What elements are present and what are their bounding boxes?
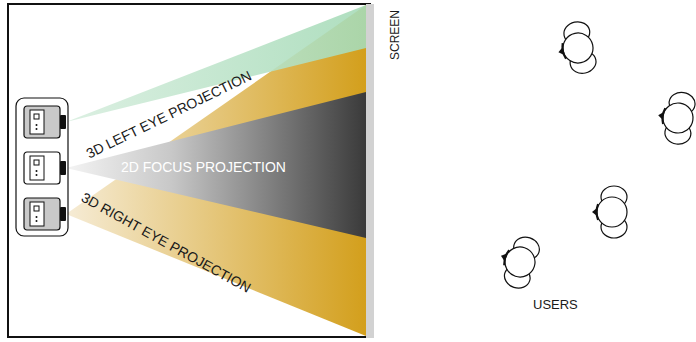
screen-bar xyxy=(366,4,374,338)
user-figure xyxy=(592,186,627,238)
user-figure xyxy=(655,89,696,145)
projector xyxy=(24,106,66,138)
user-figure xyxy=(553,19,598,77)
user-figure xyxy=(493,231,542,291)
right-eye-beam xyxy=(66,5,366,336)
users-group xyxy=(493,19,696,291)
projection-beams xyxy=(66,5,366,336)
screen-label: SCREEN xyxy=(389,10,401,60)
projector xyxy=(24,198,66,230)
users-label: USERS xyxy=(533,298,578,311)
room-outline xyxy=(8,4,370,337)
projector xyxy=(24,152,66,184)
beam-label: 2D FOCUS PROJECTION xyxy=(121,160,286,174)
projector-rack xyxy=(16,98,68,236)
